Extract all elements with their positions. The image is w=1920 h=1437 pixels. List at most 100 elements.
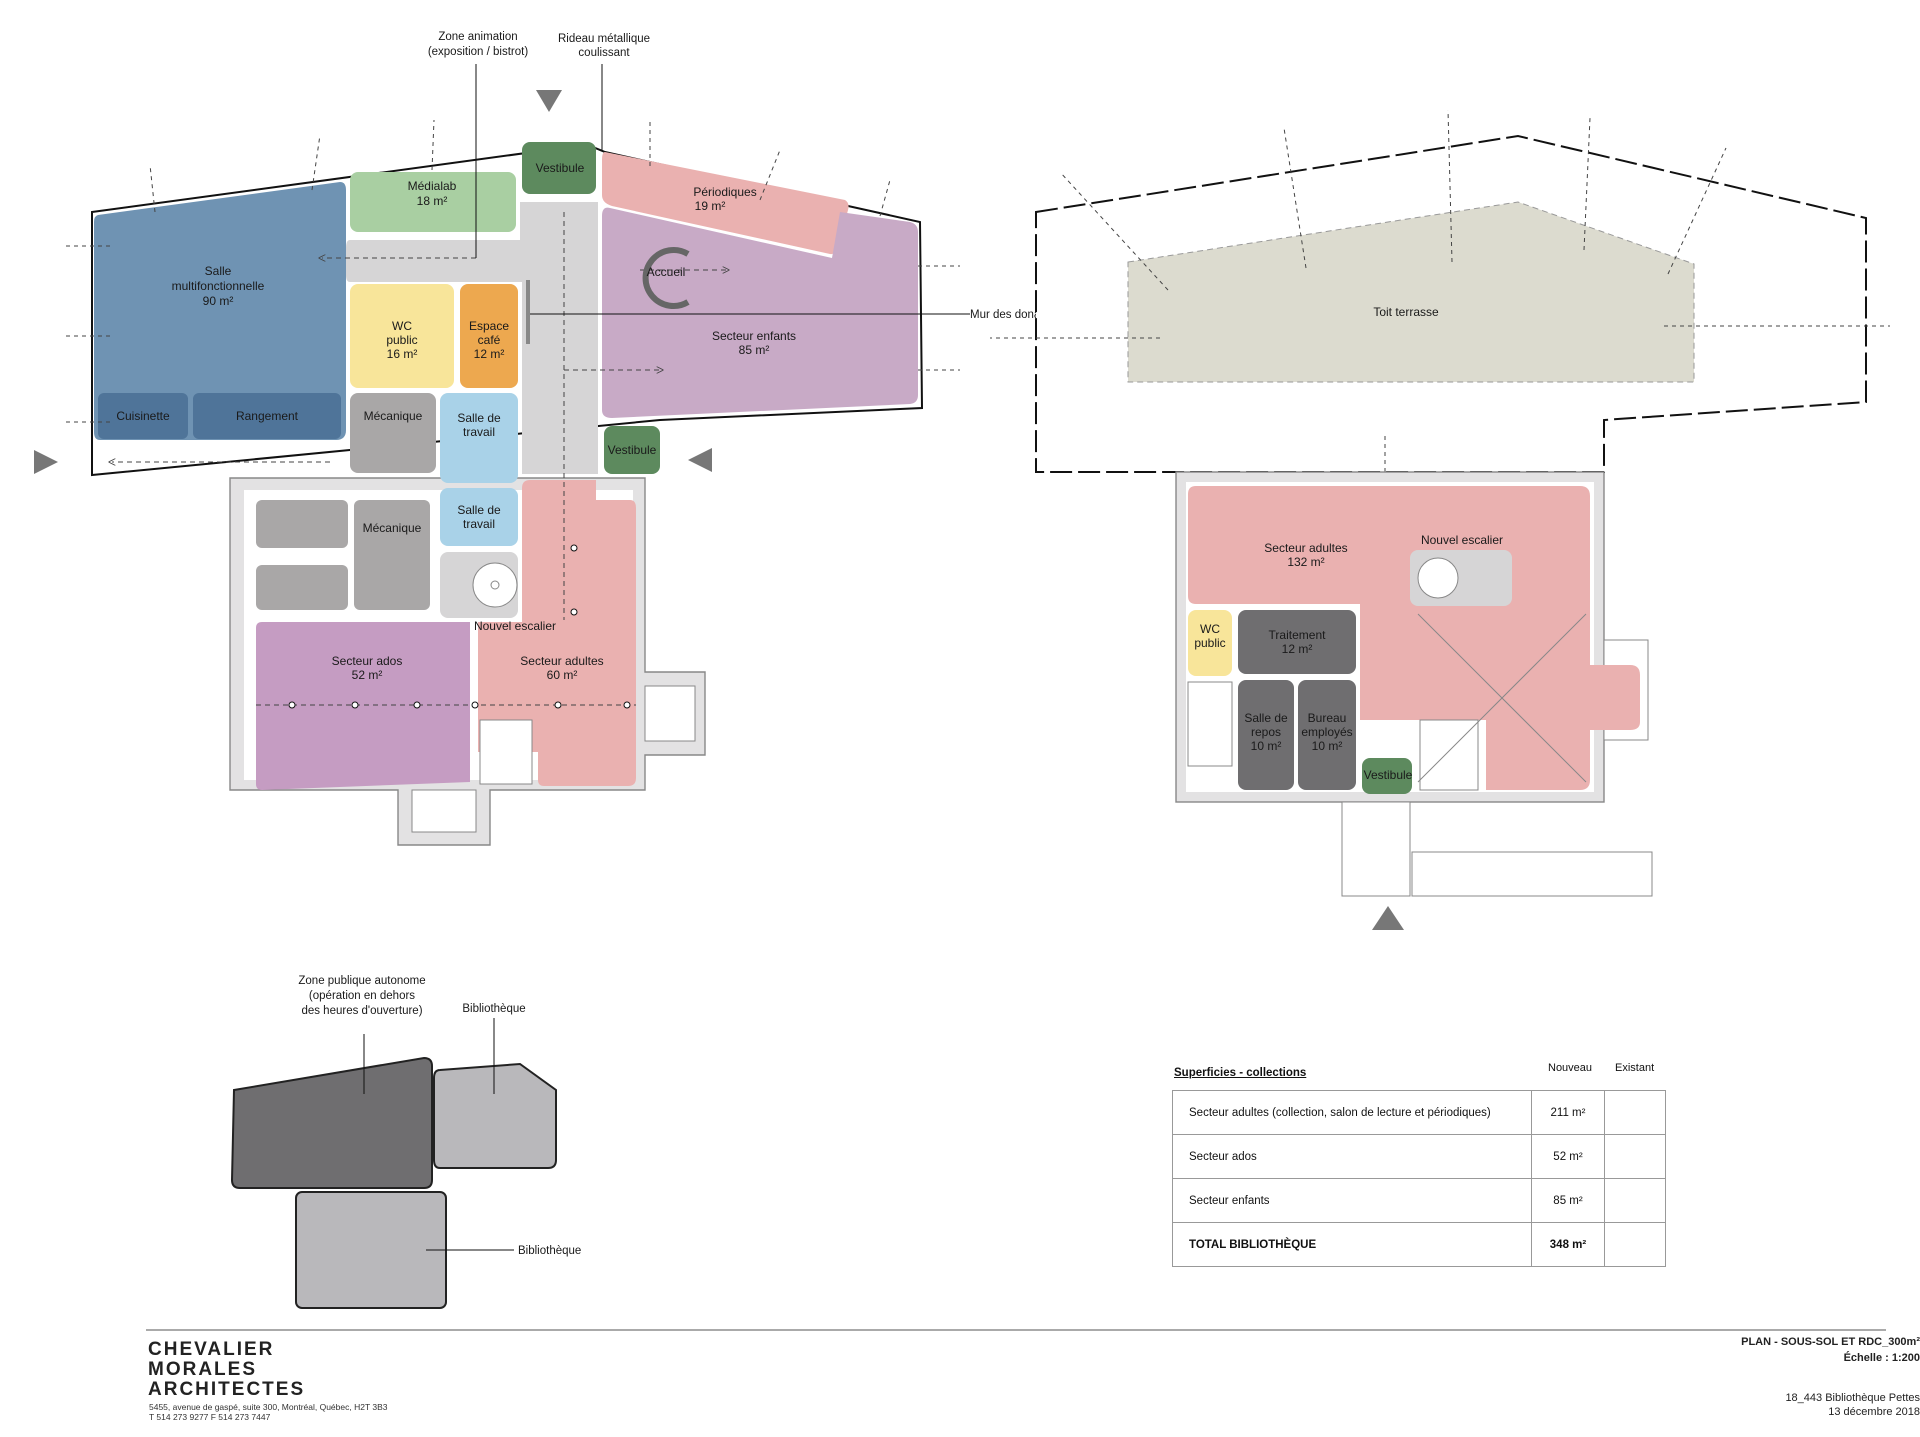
label-cafe-2: café bbox=[478, 333, 501, 347]
plan-title: PLAN - SOUS-SOL ET RDC_300m² bbox=[1741, 1336, 1920, 1348]
entry-niche bbox=[411, 789, 477, 833]
zoning-notes: Zone publique autonome (opération en deh… bbox=[298, 975, 581, 1257]
table-row: Secteur enfants 85 m² bbox=[1172, 1178, 1666, 1223]
room-espace-cafe bbox=[460, 284, 518, 388]
surfaces-table: Secteur adultes (collection, salon de le… bbox=[1172, 1090, 1666, 1267]
room-periodiques bbox=[602, 152, 849, 255]
room-mecanique-1 bbox=[350, 393, 436, 473]
label-repos-2: repos bbox=[1251, 725, 1281, 739]
room-mecanique-left-2 bbox=[256, 565, 348, 610]
label-enfants-2: 85 m² bbox=[739, 343, 770, 357]
label-rdc-adultes-2: 132 m² bbox=[1287, 555, 1324, 569]
table-cell-value: 348 m² bbox=[1531, 1222, 1605, 1267]
label-wc-3: 16 m² bbox=[387, 347, 418, 361]
label-toit: Toit terrasse bbox=[1373, 305, 1439, 319]
plan-left: Salle multifonctionnelle 90 m² Médialab … bbox=[34, 31, 1066, 846]
zone-publique-shape bbox=[230, 1056, 433, 1189]
bibliotheque-shape-top bbox=[433, 1062, 557, 1169]
label-salle-3: 90 m² bbox=[203, 294, 234, 308]
label-ados-1: Secteur ados bbox=[332, 654, 403, 668]
table-cell-label: TOTAL BIBLIOTHÈQUE bbox=[1172, 1222, 1532, 1267]
label-repos-3: 10 m² bbox=[1251, 739, 1282, 753]
label-accueil: Accueil bbox=[647, 265, 686, 279]
stair-rdc-left bbox=[1187, 681, 1233, 767]
table-row-total: TOTAL BIBLIOTHÈQUE 348 m² bbox=[1172, 1222, 1666, 1267]
label-adultes-2: 60 m² bbox=[547, 668, 578, 682]
label-travail-1a: Salle de bbox=[457, 411, 501, 425]
firm-line-2: MORALES bbox=[148, 1359, 257, 1380]
room-rangement bbox=[193, 393, 341, 439]
label-travail-1b: travail bbox=[463, 425, 495, 439]
entry-triangle-left bbox=[34, 450, 58, 474]
stair-circle-left bbox=[472, 562, 518, 608]
table-cell-label: Secteur adultes (collection, salon de le… bbox=[1172, 1090, 1532, 1135]
label-cafe-3: 12 m² bbox=[474, 347, 505, 361]
label-rangement: Rangement bbox=[236, 409, 299, 423]
entry-triangle-right bbox=[688, 448, 712, 472]
note-bibliotheque-bottom: Bibliothèque bbox=[518, 1245, 581, 1257]
label-wc-2: public bbox=[386, 333, 417, 347]
label-repos-1: Salle de bbox=[1244, 711, 1288, 725]
table-col-existing: Existant bbox=[1615, 1062, 1655, 1074]
label-periodiques-1: Périodiques bbox=[693, 185, 756, 199]
label-medialab-1: Médialab bbox=[408, 179, 457, 193]
label-rdc-escalier: Nouvel escalier bbox=[1421, 533, 1503, 547]
room-rdc-wc bbox=[1188, 610, 1232, 676]
roof-view-lines bbox=[990, 109, 1890, 472]
firm-line-1: CHEVALIER bbox=[148, 1339, 275, 1360]
label-traitement-2: 12 m² bbox=[1282, 642, 1313, 656]
note-zone-publique-1: Zone publique autonome bbox=[298, 975, 425, 987]
entry-triangle-top bbox=[536, 90, 562, 112]
room-rdc-vestibule bbox=[1362, 758, 1412, 794]
accueil-desk bbox=[642, 247, 690, 309]
label-adultes-1: Secteur adultes bbox=[520, 654, 603, 668]
label-salle-2: multifonctionnelle bbox=[172, 279, 265, 293]
label-rdc-adultes-1: Secteur adultes bbox=[1264, 541, 1347, 555]
firm-line-3: ARCHITECTES bbox=[148, 1379, 306, 1400]
room-salle-multifonctionnelle bbox=[94, 182, 346, 440]
room-traitement bbox=[1238, 610, 1356, 674]
exterior-view-lines bbox=[62, 118, 960, 423]
label-bureau-2: employés bbox=[1301, 725, 1352, 739]
table-cell-existing bbox=[1604, 1222, 1666, 1267]
label-salle-1: Salle bbox=[205, 264, 232, 278]
table-cell-value: 211 m² bbox=[1531, 1090, 1605, 1135]
note-zone-animation-1: Zone animation bbox=[438, 31, 517, 43]
stair-circle-left-inner bbox=[490, 580, 500, 590]
label-periodiques-2: 19 m² bbox=[695, 199, 726, 213]
label-nouvel-escalier: Nouvel escalier bbox=[474, 619, 556, 633]
label-vestibule-top: Vestibule bbox=[536, 161, 585, 175]
label-traitement-1: Traitement bbox=[1269, 628, 1327, 642]
label-vestibule-right: Vestibule bbox=[608, 443, 657, 457]
label-rdc-wc-1: WC bbox=[1200, 622, 1220, 636]
vault-line-2 bbox=[1417, 613, 1587, 783]
table-cell-existing bbox=[1604, 1090, 1666, 1135]
room-vestibule-right bbox=[604, 426, 660, 474]
table-cell-existing bbox=[1604, 1178, 1666, 1223]
stair-block bbox=[644, 685, 696, 742]
note-zone-publique-3: des heures d'ouverture) bbox=[301, 1005, 422, 1017]
structure-columns bbox=[288, 544, 631, 709]
left-room-labels: Salle multifonctionnelle 90 m² Médialab … bbox=[116, 161, 796, 682]
firm-logo: CHEVALIER MORALES ARCHITECTES bbox=[148, 1340, 305, 1400]
table-row: Secteur ados 52 m² bbox=[1172, 1134, 1666, 1179]
table-cell-label: Secteur ados bbox=[1172, 1134, 1532, 1179]
stair-circle-rdc bbox=[1417, 557, 1459, 599]
label-mecanique-1: Mécanique bbox=[364, 409, 423, 423]
table-row: Secteur adultes (collection, salon de le… bbox=[1172, 1090, 1666, 1135]
room-salle-travail-2 bbox=[440, 488, 518, 546]
circulation-zone bbox=[346, 202, 598, 474]
label-travail-2a: Salle de bbox=[457, 503, 501, 517]
firm-address: 5455, avenue de gaspé, suite 300, Montré… bbox=[149, 1402, 388, 1412]
note-rideau-2: coulissant bbox=[578, 47, 630, 59]
right-room-labels: Toit terrasse Secteur adultes 132 m² Nou… bbox=[1194, 305, 1503, 782]
room-secteur-enfants bbox=[602, 207, 918, 418]
room-mecanique-2 bbox=[354, 500, 430, 610]
room-wc-public bbox=[350, 284, 454, 388]
plan-scale: Échelle : 1:200 bbox=[1843, 1352, 1920, 1364]
table-cell-value: 52 m² bbox=[1531, 1134, 1605, 1179]
label-ados-2: 52 m² bbox=[352, 668, 383, 682]
label-enfants-1: Secteur enfants bbox=[712, 329, 796, 343]
table-cell-label: Secteur enfants bbox=[1172, 1178, 1532, 1223]
